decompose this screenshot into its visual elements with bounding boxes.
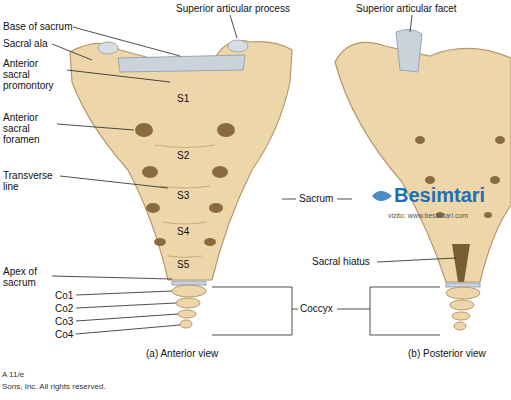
segment-number: Co3 (55, 316, 73, 327)
sacrum-posterior (335, 42, 511, 282)
articular-process (98, 42, 118, 54)
view-caption: (b) Posterior view (408, 348, 486, 359)
label-text: Transverse line (3, 170, 61, 192)
watermark: Besimtari (394, 184, 485, 206)
base-surface (118, 55, 245, 72)
label-text: Anterior sacral foramen (3, 112, 55, 145)
label-text: Base of sacrum (3, 21, 72, 32)
anterior-foramina (135, 123, 235, 246)
segment-number: S4 (177, 226, 189, 237)
label-text: Coccyx (300, 303, 333, 314)
coccyx-anterior (172, 281, 206, 328)
label-text: Sacrum (299, 193, 333, 204)
copyright-note: Sons, Inc. All rights reserved. (2, 382, 106, 391)
segment-number: S2 (177, 150, 189, 161)
view-caption: (a) Anterior view (146, 348, 218, 359)
label-text: Superior articular facet (356, 3, 457, 14)
label-text: Superior articular process (176, 3, 290, 14)
transverse-ridges (155, 145, 215, 258)
leader-lines (52, 15, 456, 335)
segment-number: Co1 (55, 290, 73, 301)
label-text: Sacral hiatus (312, 256, 370, 267)
sacral-hiatus (452, 244, 470, 282)
watermark-url: vizito: www.besimtari.com (388, 212, 468, 220)
segment-number: S3 (177, 190, 189, 201)
sacrum-anterior (70, 41, 292, 280)
segment-number: S5 (177, 259, 189, 270)
label-text: Anterior sacral promontory (3, 58, 67, 91)
label-text: Sacral ala (3, 38, 47, 49)
articular-process (228, 40, 248, 52)
segment-number: S1 (177, 93, 189, 104)
segment-number: Co4 (55, 329, 73, 340)
coccyx-posterior (446, 283, 480, 330)
copyright-note: A 11/e (2, 370, 24, 379)
label-text: Apex of sacrum (3, 266, 49, 288)
articular-facet (396, 29, 422, 72)
segment-number: Co2 (55, 303, 73, 314)
watermark-logo (372, 191, 392, 201)
